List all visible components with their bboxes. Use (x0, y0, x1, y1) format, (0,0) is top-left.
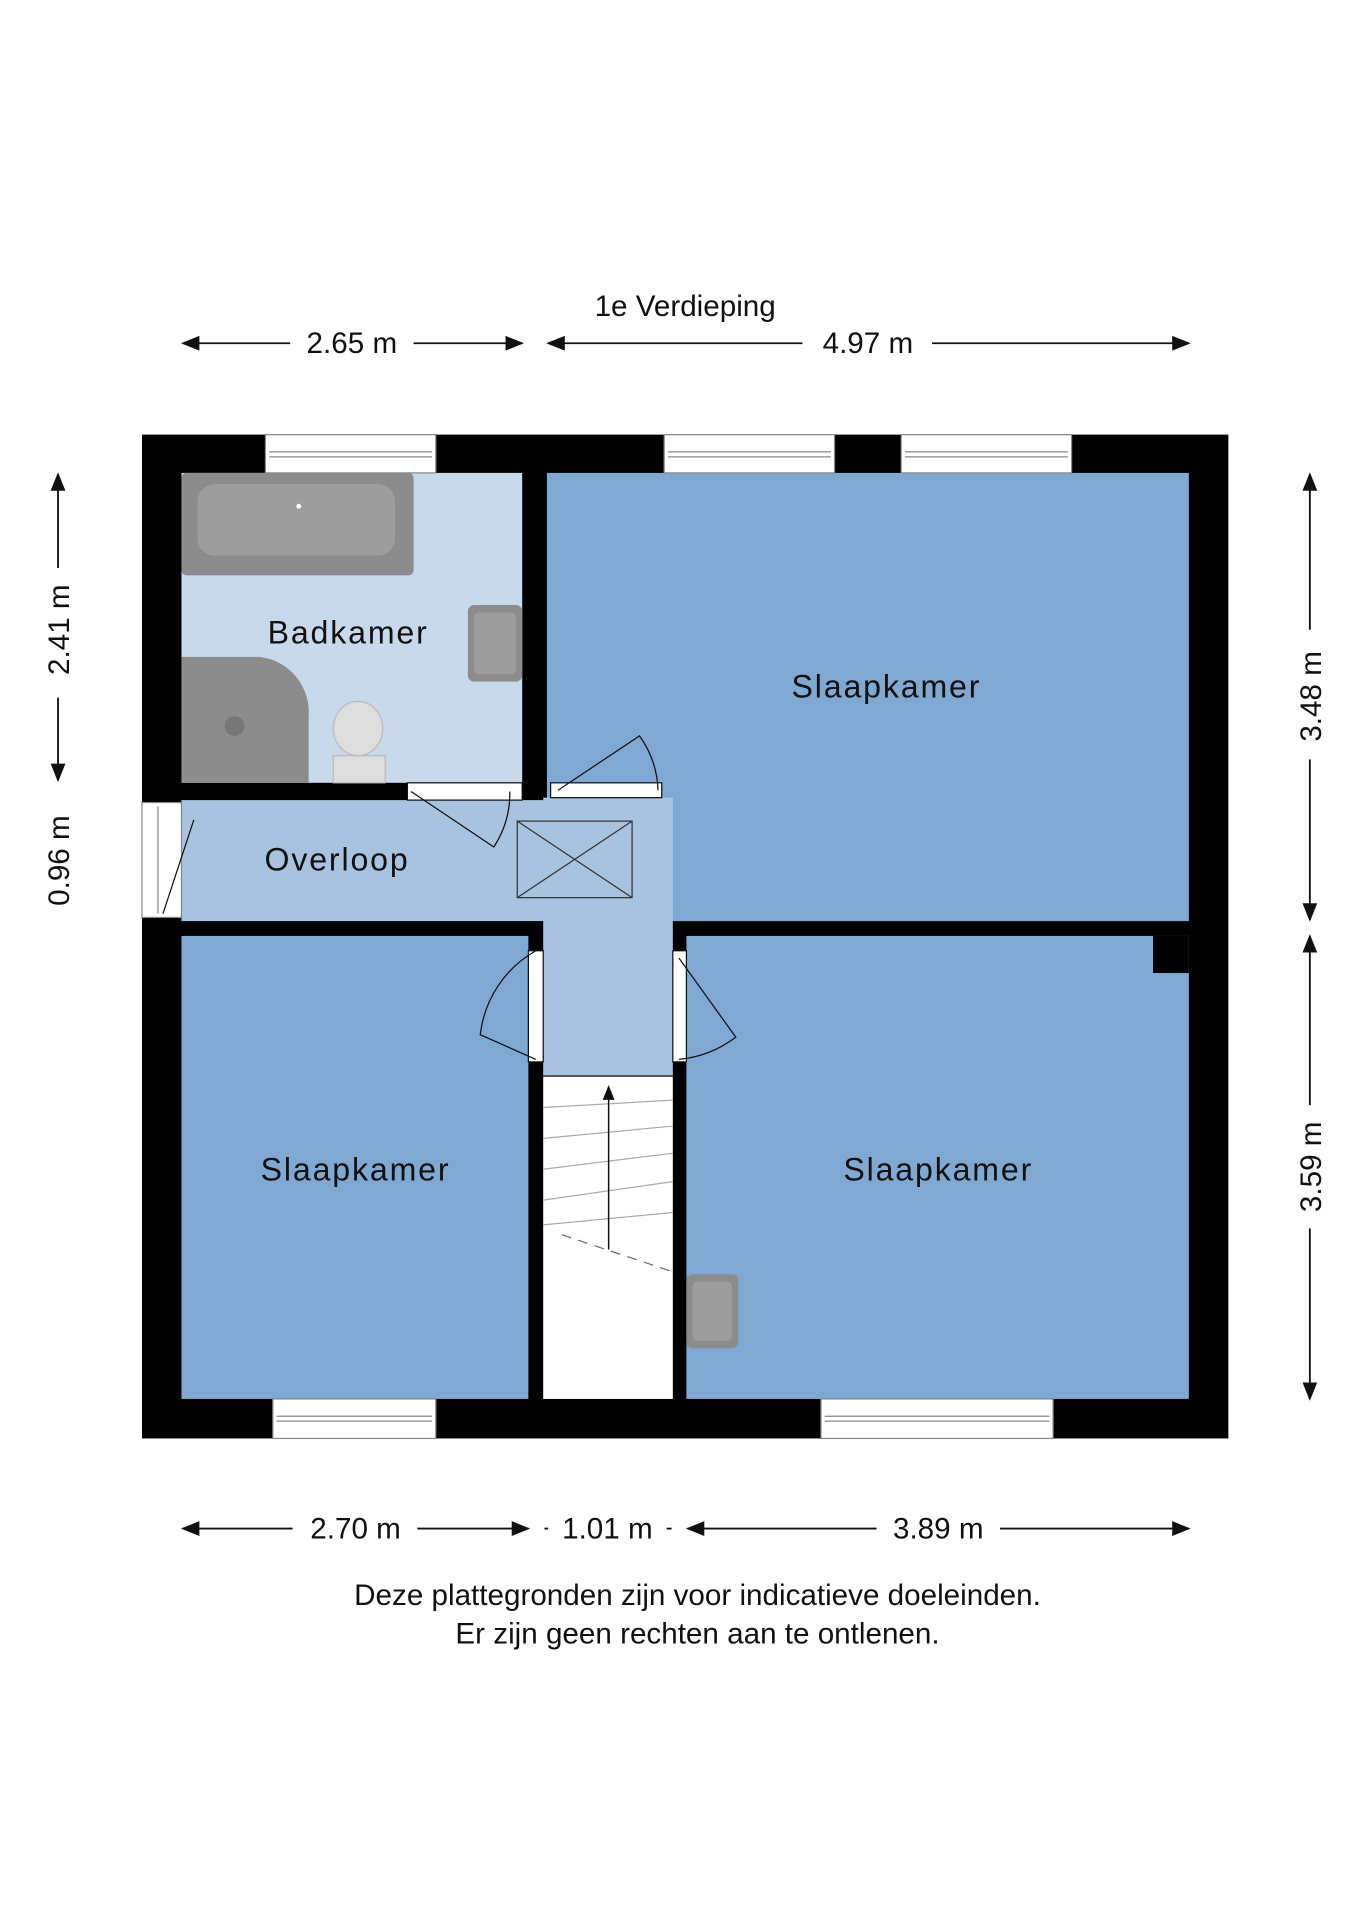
dim-right-upper: 3.48 m (1295, 651, 1328, 742)
label-bathroom: Badkamer (268, 614, 429, 650)
label-bedroom-bottom-left: Slaapkamer (261, 1151, 451, 1187)
dim-top-left: 2.65 m (307, 327, 398, 360)
window-swing (162, 819, 195, 914)
label-bedroom-top-right: Slaapkamer (792, 669, 982, 705)
doors[interactable] (406, 735, 737, 1063)
floor-title: 1e Verdieping (595, 290, 776, 323)
toilet-icon (332, 700, 384, 757)
attic-hatch (516, 820, 633, 899)
dim-left-lower: 0.96 m (43, 815, 76, 906)
dim-right-lower: 3.59 m (1295, 1122, 1328, 1213)
dim-top-right: 4.97 m (823, 327, 914, 360)
disclaimer-line-2: Er zijn geen rechten aan te ontlenen. (455, 1617, 939, 1650)
dimension-top: 2.65 m 4.97 m (180, 327, 1191, 360)
landing-corridor (543, 797, 673, 1076)
dimension-right: 3.48 m 3.59 m (1295, 472, 1328, 1401)
disclaimer-line-1: Deze plattegronden zijn voor indicatieve… (354, 1579, 1041, 1612)
room-bedroom-bottom-left (181, 935, 529, 1399)
dimension-bottom: 2.70 m 1.01 m 3.89 m (180, 1512, 1191, 1545)
dimension-left: 2.41 m 0.96 m (43, 472, 76, 906)
fixtures (181, 472, 739, 1349)
room-bedroom-bottom-right (686, 935, 1189, 1399)
dim-left-upper: 2.41 m (43, 584, 76, 675)
wall-notch (1153, 935, 1189, 973)
dim-bottom-right: 3.89 m (893, 1512, 984, 1545)
shower-icon (181, 656, 309, 783)
dim-bottom-mid: 1.01 m (562, 1512, 653, 1545)
label-landing: Overloop (265, 841, 410, 877)
label-bedroom-bottom-right: Slaapkamer (843, 1151, 1033, 1187)
dim-bottom-left: 2.70 m (310, 1512, 401, 1545)
windows (141, 434, 1073, 1440)
